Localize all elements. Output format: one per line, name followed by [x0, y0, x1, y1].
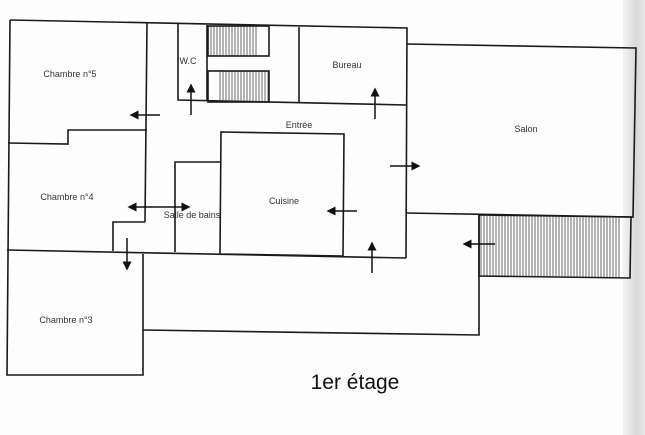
label-cuisine: Cuisine	[269, 196, 299, 206]
label-entree: Entrée	[286, 120, 313, 130]
label-salle-de-bains: Salle de bains	[164, 210, 221, 220]
stair-hatch	[480, 216, 621, 277]
label-bureau: Bureau	[332, 60, 361, 70]
staircases	[207, 25, 632, 279]
stair-hatch	[208, 26, 258, 56]
label-chambre-4: Chambre n°4	[40, 192, 93, 202]
door-arrows	[122, 83, 495, 273]
label-chambre-3: Chambre n°3	[39, 315, 92, 325]
floor-title: 1er étage	[311, 371, 400, 394]
label-wc: W.C	[180, 56, 197, 66]
stair-hatch	[219, 71, 269, 102]
walls	[6, 19, 637, 376]
label-chambre-5: Chambre n°5	[43, 69, 96, 79]
page-edge-shadow	[623, 0, 645, 435]
room-labels: Chambre n°5 Chambre n°4 Chambre n°3 W.C …	[39, 56, 537, 394]
label-salon: Salon	[514, 124, 537, 134]
